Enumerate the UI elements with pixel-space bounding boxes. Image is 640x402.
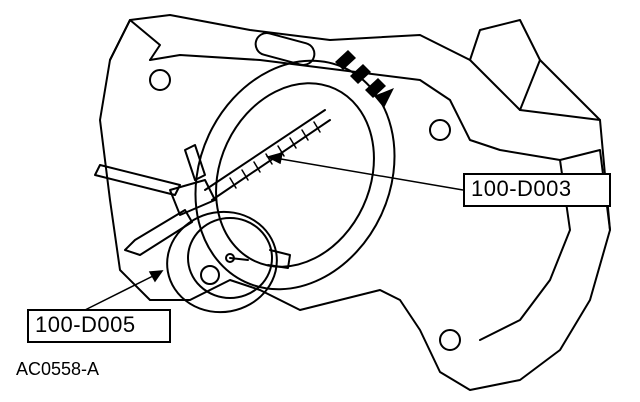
figure-id: AC0558-A [16, 359, 100, 379]
dial-indicator-body [166, 210, 278, 314]
leader-line-d005 [84, 274, 156, 311]
housing-outline [99, 14, 611, 391]
callout-100-D005: 100-D005 [27, 309, 171, 343]
bolt-hole [200, 265, 220, 285]
mounting-slot [254, 32, 316, 66]
throttle-bore-rim [194, 59, 396, 291]
leader-line-d003 [274, 157, 464, 191]
indicator-stem [204, 109, 326, 191]
housing-top-ridge [109, 19, 161, 61]
callout-100-D003: 100-D003 [463, 173, 611, 207]
housing-inner-ridge [149, 54, 571, 341]
bolt-hole [439, 329, 461, 351]
throttle-bore [215, 82, 375, 268]
clamp-bar [94, 164, 181, 196]
direction-arrow-icon [335, 50, 394, 108]
clamp-rod [124, 209, 193, 256]
dial-needle [229, 257, 249, 261]
bolt-hole [149, 69, 171, 91]
bolt-hole [429, 119, 451, 141]
dial-indicator-face [187, 217, 273, 299]
